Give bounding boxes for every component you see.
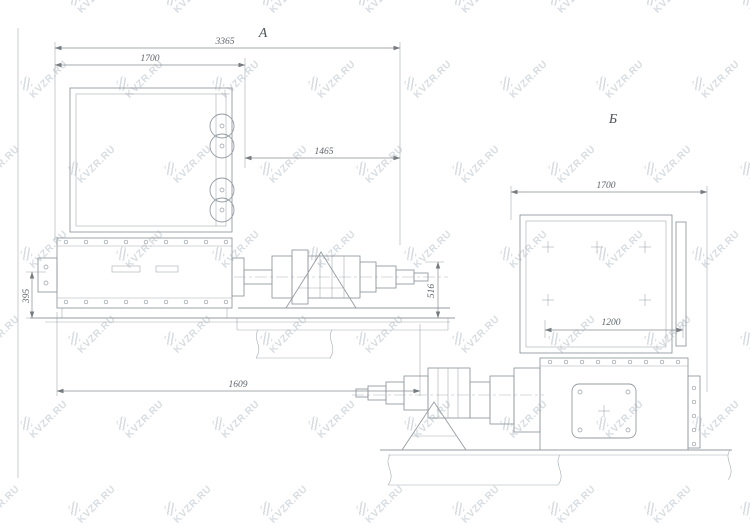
kvzr-logo-icon [452, 499, 465, 519]
break-line [727, 449, 732, 481]
dim-overall-length-b: 1700 [597, 181, 616, 191]
break-line [557, 454, 562, 486]
view-b-label: Б [608, 112, 617, 127]
center-marks [542, 241, 651, 306]
kvzr-logo-icon [740, 499, 750, 519]
dim-base-length-a: 1609 [229, 380, 248, 390]
engineering-drawing: А [17, 26, 732, 486]
kvzr-logo-icon [260, 499, 273, 519]
view-b-plan-view [519, 214, 687, 354]
kvzr-logo-icon [164, 499, 177, 519]
view-a-foundation [30, 317, 455, 359]
drawing-layer: А [17, 26, 732, 486]
kvzr-logo-icon [68, 499, 81, 519]
view-a-dimensions: 3365 1700 1465 395 516 1609 [22, 37, 444, 396]
view-b: Б [352, 112, 732, 486]
view-b-drive-assembly [352, 367, 544, 451]
view-b-dimensions: 1700 1200 [510, 181, 708, 392]
kvzr-logo-icon [644, 499, 657, 519]
dim-axis-height-a: 516 [427, 284, 437, 299]
kvzr-logo-icon [548, 499, 561, 519]
break-line [329, 329, 334, 359]
view-b-foundation [380, 449, 732, 486]
view-a: А [22, 26, 455, 396]
dim-housing-width-b: 1200 [602, 318, 621, 328]
view-b-front-view [539, 357, 701, 451]
view-a-drive-assembly [231, 249, 450, 309]
view-a-label: А [258, 26, 268, 41]
dim-overall-length-a: 3365 [215, 37, 235, 47]
dim-inlet-height-a: 395 [22, 289, 32, 305]
break-line [387, 454, 392, 486]
view-a-front-view [37, 237, 233, 318]
kvzr-logo-icon [356, 499, 369, 519]
dim-housing-length-a: 1700 [141, 54, 160, 64]
break-line [255, 329, 260, 359]
dim-drive-length-a: 1465 [315, 147, 334, 157]
view-a-plan-view [69, 87, 235, 233]
